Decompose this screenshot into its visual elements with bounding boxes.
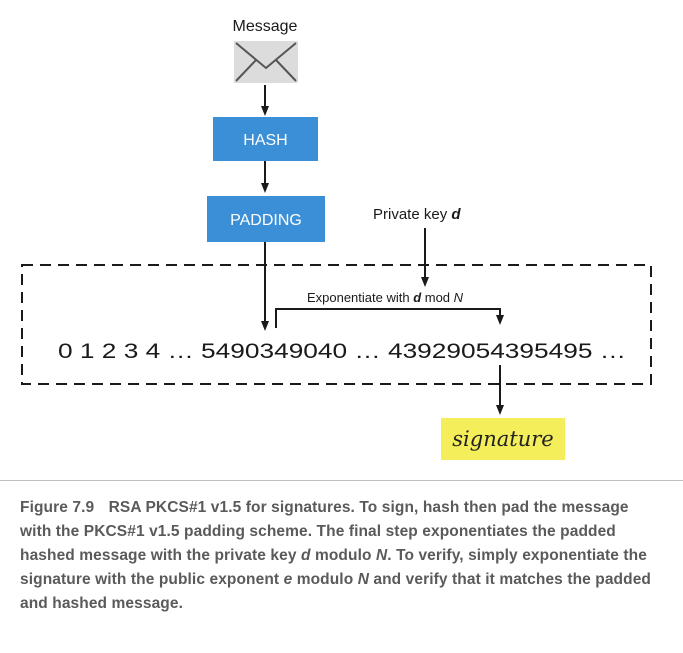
caption-text: To sign, hash then pad the message with … [20, 499, 629, 564]
figure-number: Figure 7.9 [20, 499, 95, 516]
caption-var-d: d [301, 547, 311, 564]
hash-box [213, 117, 318, 161]
padding-box [207, 196, 325, 242]
padding-label: PADDING [230, 212, 302, 229]
signature-box [441, 418, 565, 460]
signature-label: signature [452, 427, 553, 451]
number-sequence: 0 1 2 3 4 … 5490349040 … 43929054395495 … [58, 340, 626, 363]
hash-label: HASH [243, 132, 287, 149]
caption-divider [0, 480, 683, 481]
caption-text-2: modulo [310, 547, 376, 564]
dashed-region [21, 264, 652, 385]
message-label: Message [233, 18, 298, 35]
caption-var-n2: N [357, 571, 369, 588]
caption-text-3: . To verify, simply exponentiate the sig… [20, 547, 647, 588]
exponentiate-bracket [275, 308, 504, 328]
exponentiate-label: Exponentiate with d mod N [307, 290, 464, 305]
caption-var-e: e [283, 571, 293, 588]
figure-caption: Figure 7.9 RSA PKCS#1 v1.5 for signature… [0, 480, 683, 616]
caption-title: RSA PKCS#1 v1.5 for signatures. [108, 499, 355, 516]
envelope-icon [234, 41, 298, 83]
caption-var-n: N [375, 547, 388, 564]
private-key-label: Private key d [373, 206, 461, 223]
rsa-signature-diagram: Message HASH PADDING Private key d Expon… [21, 18, 652, 460]
caption-text-4: modulo [292, 571, 358, 588]
caption-text-5: and verify that it matches the padded an… [20, 571, 651, 612]
